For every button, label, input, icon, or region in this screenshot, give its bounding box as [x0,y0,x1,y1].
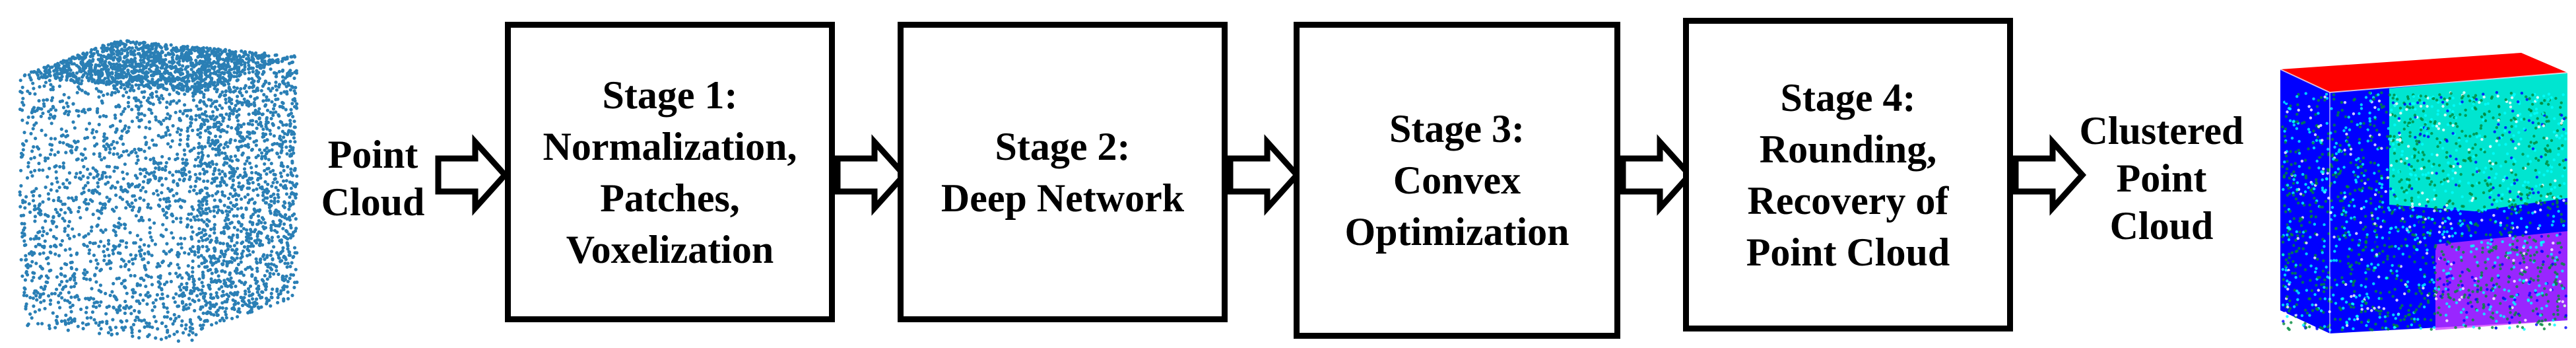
arrow-stage2-to-stage3 [1227,134,1302,216]
stage-1-text: Stage 1: Normalization, Patches, Voxeliz… [543,73,797,271]
stage-2-text: Stage 2: Deep Network [941,124,1185,220]
arrow-stage3-to-stage4 [1620,134,1694,216]
stage-4-text: Stage 4: Rounding, Recovery of Point Clo… [1746,75,1950,274]
stage-4-box: Stage 4: Rounding, Recovery of Point Clo… [1683,18,2013,331]
output-label: Clustered Point Cloud [2079,109,2244,248]
stage-3-box: Stage 3: Convex Optimization [1294,22,1620,339]
input-point-cloud-image [18,39,299,343]
stage-3-text: Stage 3: Convex Optimization [1344,107,1569,254]
stage-2-box: Stage 2: Deep Network [898,22,1228,322]
arrow-stage4-to-output [2012,134,2087,216]
clustered-point-cloud-image [2280,53,2568,333]
stage-1-box: Stage 1: Normalization, Patches, Voxeliz… [505,22,835,322]
input-label: Point Cloud [321,133,425,224]
arrow-input-to-stage1 [435,134,510,216]
arrow-stage1-to-stage2 [834,134,909,216]
